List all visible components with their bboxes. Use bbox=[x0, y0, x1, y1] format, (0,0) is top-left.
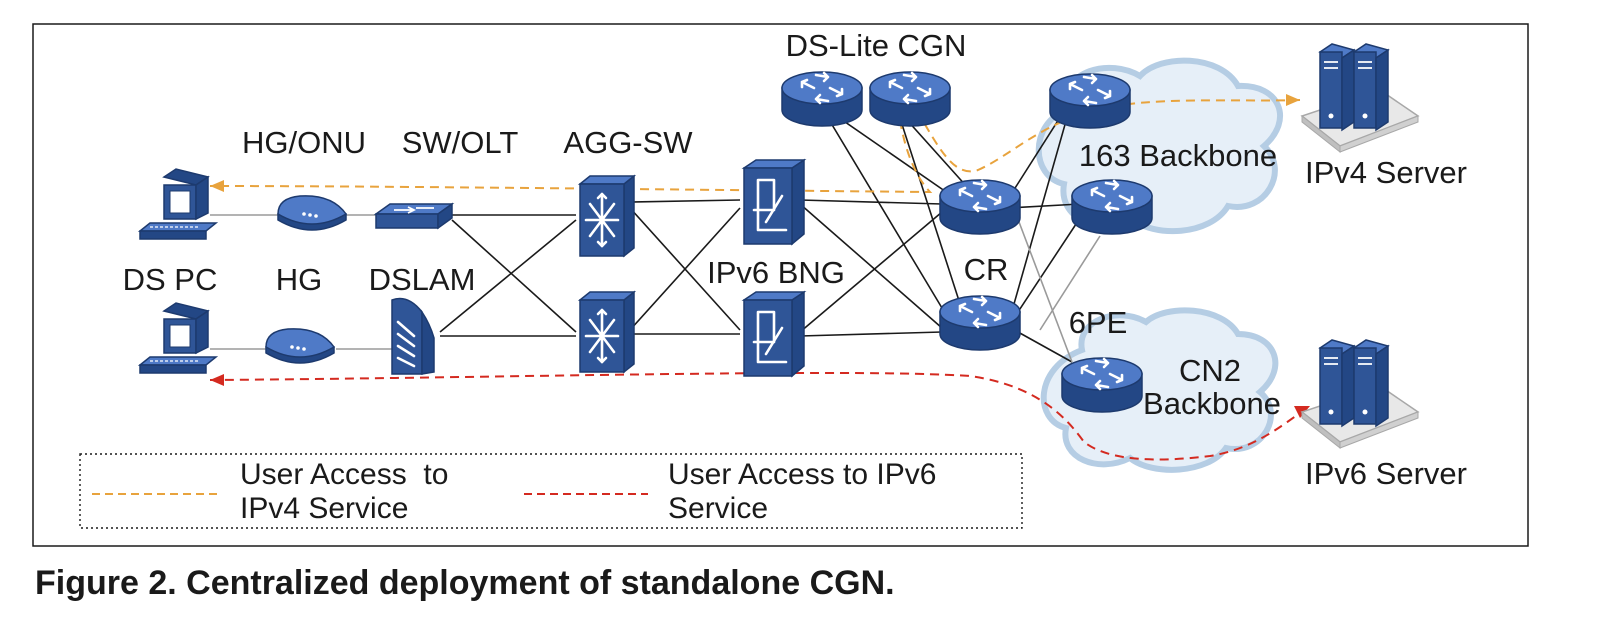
router-icon-cr-top bbox=[938, 178, 1022, 236]
multilayer-switch-icon-bottom bbox=[578, 290, 636, 374]
home-gateway-icon-hg bbox=[265, 328, 335, 364]
label-ipv6-bng: IPv6 BNG bbox=[707, 255, 845, 290]
label-163-backbone: 163 Backbone bbox=[1079, 138, 1277, 173]
figure-caption: Figure 2. Centralized deployment of stan… bbox=[35, 564, 895, 602]
legend-ipv4-label-line1: User Access to bbox=[240, 458, 448, 491]
router-icon-6pe bbox=[1060, 356, 1144, 414]
router-icon-163-bottom bbox=[1070, 178, 1154, 236]
dslam-icon bbox=[390, 297, 436, 376]
legend-ipv4-label-line2: IPv4 Service bbox=[240, 492, 408, 525]
bng-icon-bottom bbox=[742, 290, 806, 378]
label-cr: CR bbox=[964, 252, 1009, 287]
label-sw-olt: SW/OLT bbox=[402, 125, 519, 160]
legend-ipv6-label-line2: Service bbox=[668, 492, 768, 525]
label-dslam: DSLAM bbox=[369, 262, 476, 297]
legend-box bbox=[79, 453, 1023, 529]
home-gateway-icon-onu bbox=[277, 195, 347, 231]
access-links bbox=[210, 214, 392, 350]
label-ipv6-server: IPv6 Server bbox=[1305, 456, 1467, 491]
label-ds-pc: DS PC bbox=[123, 262, 218, 297]
router-icon-cgn-right bbox=[868, 70, 952, 128]
router-icon-163-top bbox=[1048, 72, 1132, 130]
label-cn2-backbone: Backbone bbox=[1143, 386, 1281, 421]
label-hg: HG bbox=[276, 262, 323, 297]
label-6pe: 6PE bbox=[1069, 305, 1128, 340]
label-ipv4-server: IPv4 Server bbox=[1305, 155, 1467, 190]
router-icon-cr-bottom bbox=[938, 294, 1022, 352]
server-icon-ipv4 bbox=[1301, 43, 1419, 153]
label-hg-onu: HG/ONU bbox=[242, 125, 366, 160]
desktop-computer-icon-bottom bbox=[139, 302, 217, 374]
cloud-icon-cn2-backbone bbox=[1040, 307, 1279, 473]
label-agg-sw: AGG-SW bbox=[563, 125, 693, 160]
server-icon-ipv6 bbox=[1301, 339, 1419, 449]
legend: User Access to IPv4 Service User Access … bbox=[79, 453, 1023, 529]
router-icon-cgn-left bbox=[780, 70, 864, 128]
multilayer-switch-icon-top bbox=[578, 174, 636, 258]
legend-ipv6-label-line1: User Access to IPv6 bbox=[668, 458, 936, 491]
label-cn2: CN2 bbox=[1179, 353, 1241, 388]
switch-icon-olt bbox=[375, 203, 453, 229]
desktop-computer-icon-top bbox=[139, 168, 217, 240]
figure-frame bbox=[32, 23, 1529, 547]
bng-icon-top bbox=[742, 158, 806, 246]
label-ds-lite-cgn: DS-Lite CGN bbox=[786, 28, 967, 63]
